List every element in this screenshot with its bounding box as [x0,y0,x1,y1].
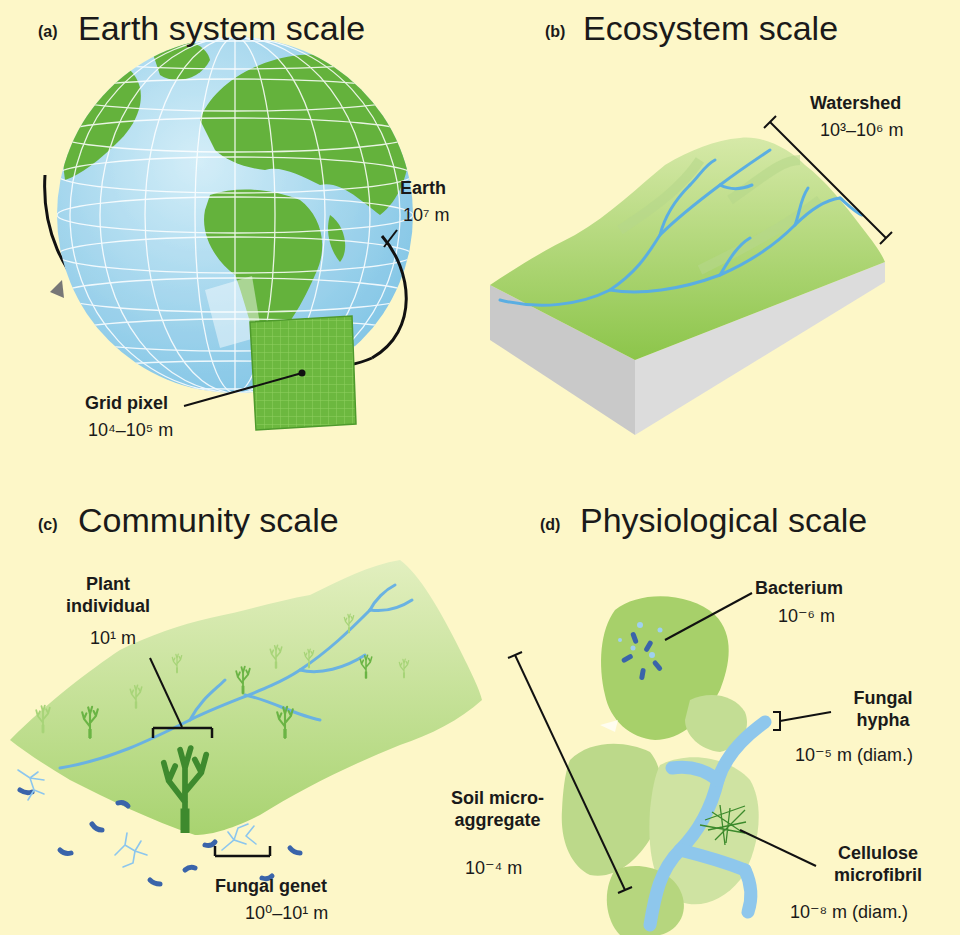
scale-value: 10⁻⁸ m (diam.) [790,902,908,924]
scale-value: 10⁴–10⁵ m [88,420,173,442]
scale-value: 10⁷ m [403,205,450,227]
panel-letter: (b) [545,22,565,41]
scale-value: 10⁻⁴ m [465,858,522,880]
scale-name: Bacterium [755,578,843,600]
panel-title: Physiological scale [580,500,867,541]
panel-letter: (a) [38,22,58,41]
panel-letter: (c) [38,515,58,534]
scale-value: 10³–10⁶ m [820,120,903,142]
panel-letter: (d) [540,515,560,534]
scale-name: Soil micro-aggregate [440,788,555,831]
scale-value: 10⁰–10¹ m [245,903,328,925]
scale-value: 10¹ m [90,628,136,650]
scale-name: Plant individual [58,574,158,617]
scale-name: Earth [400,178,446,200]
scale-value: 10⁻⁶ m [778,606,835,628]
panel-title: Ecosystem scale [583,8,838,49]
panel-title: Community scale [78,500,339,541]
scale-name: Fungal hypha [833,688,933,731]
panel-title: Earth system scale [78,8,365,49]
scale-value: 10⁻⁵ m (diam.) [795,745,913,767]
scale-name: Cellulose microfibril [818,843,938,886]
scale-name: Grid pixel [85,393,168,415]
scale-name: Fungal genet [215,876,327,898]
scale-name: Watershed [810,93,901,115]
